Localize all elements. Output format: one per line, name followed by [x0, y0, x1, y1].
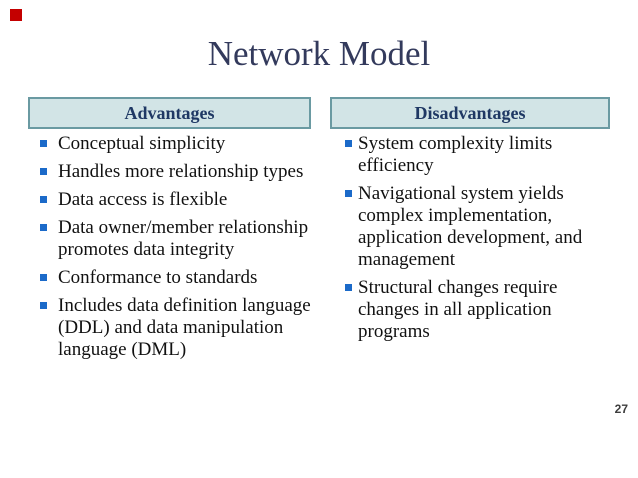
- advantages-header-box: Advantages: [28, 97, 311, 129]
- bullet-square-icon: [40, 168, 47, 175]
- bullet-square-icon: [40, 302, 47, 309]
- bullet-square-icon: [40, 196, 47, 203]
- bullet-square-icon: [345, 190, 352, 197]
- bullet-square-icon: [40, 224, 47, 231]
- list-item-text: Data access is flexible: [58, 189, 228, 210]
- bullet-square-icon: [40, 140, 47, 147]
- list-item-text: Conformance to standards: [58, 267, 258, 288]
- list-item: Structural changes require changes in al…: [330, 277, 608, 343]
- list-item: Data owner/member relationship promotes …: [28, 217, 318, 261]
- list-item-text: Structural changes require changes in al…: [358, 277, 558, 342]
- list-item-text: System complexity limits efficiency: [358, 133, 553, 176]
- page-number: 27: [614, 402, 628, 416]
- disadvantages-header-box: Disadvantages: [330, 97, 610, 129]
- slide-title: Network Model: [207, 34, 431, 73]
- list-item: System complexity limits efficiency: [330, 133, 608, 177]
- list-item-text: Handles more relationship types: [58, 161, 304, 182]
- list-item-text: Data owner/member relationship promotes …: [58, 217, 309, 260]
- list-item: Conformance to standards: [28, 267, 318, 289]
- advantages-header-label: Advantages: [124, 103, 215, 123]
- list-item: Handles more relationship types: [28, 161, 318, 183]
- list-item: Includes data definition language (DDL) …: [28, 295, 318, 361]
- list-item-text: Conceptual simplicity: [58, 133, 226, 154]
- bullet-square-icon: [345, 284, 352, 291]
- disadvantages-header-label: Disadvantages: [414, 103, 526, 123]
- advantages-list: Conceptual simplicity Handles more relat…: [28, 133, 318, 367]
- red-square-marker-icon: [10, 9, 22, 21]
- disadvantages-list: System complexity limits efficiency Navi…: [330, 133, 608, 349]
- bullet-square-icon: [40, 274, 47, 281]
- list-item-text: Navigational system yields complex imple…: [358, 183, 583, 270]
- list-item: Navigational system yields complex imple…: [330, 183, 608, 271]
- list-item-text: Includes data definition language (DDL) …: [58, 295, 311, 360]
- list-item: Conceptual simplicity: [28, 133, 318, 155]
- bullet-square-icon: [345, 140, 352, 147]
- list-item: Data access is flexible: [28, 189, 318, 211]
